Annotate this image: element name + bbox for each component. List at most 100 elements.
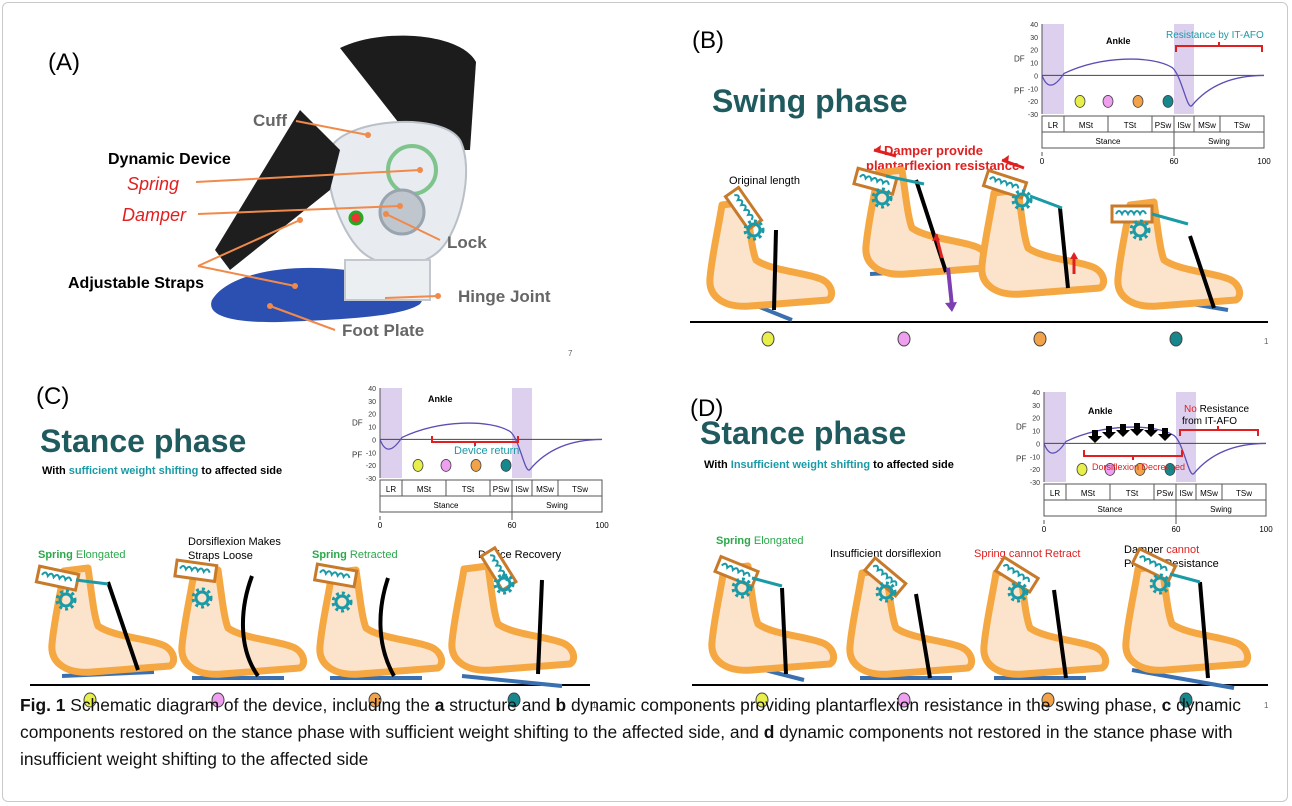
phase-dots-b xyxy=(761,331,1183,347)
dot-mst xyxy=(897,331,911,347)
y-tick-label: -30 xyxy=(1030,480,1040,487)
y-tick-label: 20 xyxy=(368,412,376,419)
phase-dots-d xyxy=(755,692,1193,708)
panel-a-letter: (A) xyxy=(48,49,80,76)
phase-label: PSw xyxy=(493,485,510,494)
y-tick-label: 0 xyxy=(372,437,376,444)
phase-label: TSt xyxy=(1126,489,1139,498)
chart-phase-dot xyxy=(1074,95,1086,108)
chart-phase-dot xyxy=(412,459,424,472)
panel-c-subtitle: With sufficient weight shifting to affec… xyxy=(42,465,282,477)
x-tick-label: 0 xyxy=(1040,157,1045,166)
panel-d-subtitle: With Insufficient weight shifting to aff… xyxy=(704,459,954,471)
chart-phase-dot xyxy=(1102,95,1114,108)
gait-chart-d-bracket-right xyxy=(1179,426,1259,436)
foot-d3 xyxy=(984,555,1106,680)
chart-phase-dot xyxy=(1132,95,1144,108)
foot-c4 xyxy=(452,546,574,688)
panel-b: (B) Swing phase 403020100-10-20-30DFPFLR… xyxy=(690,22,1271,347)
phase-label: MSt xyxy=(417,485,432,494)
y-tick-label: 30 xyxy=(368,399,376,406)
x-tick-label: 60 xyxy=(1170,157,1179,166)
panel-c: (C) Stance phase With sufficient weight … xyxy=(30,383,609,710)
y-tick-label: -20 xyxy=(366,463,376,470)
caption-text-3: dynamic components providing plantarflex… xyxy=(566,695,1162,715)
gait-chart-b-annotation: Resistance by IT-AFO xyxy=(1166,30,1264,41)
psw-shade xyxy=(512,388,532,478)
lr-shade xyxy=(1044,392,1066,482)
label-adjustable-straps: Adjustable Straps xyxy=(68,275,204,292)
pf-label: PF xyxy=(1014,86,1024,95)
label-c2-line2: Straps Loose xyxy=(188,550,253,562)
label-spring: Spring xyxy=(127,174,179,194)
caption-d: d xyxy=(763,722,775,742)
label-lock: Lock xyxy=(447,233,487,252)
down-arrows xyxy=(1088,423,1172,443)
phase-label: LR xyxy=(1048,121,1058,130)
phase-label: PSw xyxy=(1155,121,1172,130)
phase-label: TSw xyxy=(572,485,588,494)
phase-label: TSt xyxy=(462,485,475,494)
foot-c1 xyxy=(34,566,173,678)
caption-a: a xyxy=(434,695,445,715)
label-c2-line1: Dorsiflexion Makes xyxy=(188,536,281,548)
lr-shade xyxy=(380,388,402,478)
caption-text-5: dynamic components not restored in the s… xyxy=(20,722,1233,769)
foot-d2 xyxy=(850,556,972,680)
y-tick-label: 30 xyxy=(1030,35,1038,42)
x-tick-label: 100 xyxy=(595,521,609,530)
foot-b1 xyxy=(710,185,832,322)
y-tick-label: 20 xyxy=(1032,416,1040,423)
lr-shade xyxy=(1042,24,1064,114)
y-tick-label: -30 xyxy=(1028,112,1038,119)
phase-label: MSw xyxy=(1200,489,1218,498)
y-tick-label: -10 xyxy=(366,450,376,457)
panel-d-title: Stance phase xyxy=(700,415,906,451)
swing-label: Swing xyxy=(546,501,568,510)
x-tick-label: 100 xyxy=(1257,157,1271,166)
stance-label: Stance xyxy=(1096,137,1121,146)
x-tick-label: 0 xyxy=(1042,525,1047,534)
foot-b3 xyxy=(982,155,1104,294)
phase-label: ISw xyxy=(1179,489,1193,498)
damper-ring xyxy=(378,188,426,236)
chart-phase-dot xyxy=(440,459,452,472)
panel-c-page-number: 1 xyxy=(592,701,597,710)
label-original-length: Original length xyxy=(729,175,800,187)
gait-chart-c-ankle: Ankle xyxy=(428,394,453,404)
y-tick-label: 0 xyxy=(1034,73,1038,80)
y-tick-label: 40 xyxy=(1030,22,1038,29)
y-tick-label: -10 xyxy=(1030,454,1040,461)
phase-label: MSw xyxy=(1198,121,1216,130)
label-damper-line1: Damper provide xyxy=(884,143,983,158)
label-d1: Spring Elongated xyxy=(716,535,803,547)
pf-label: PF xyxy=(1016,454,1026,463)
panel-d-letter: (D) xyxy=(690,395,723,422)
label-d3: Spring cannot Retract xyxy=(974,548,1080,560)
panel-c-letter: (C) xyxy=(36,383,69,410)
x-tick-label: 60 xyxy=(508,521,517,530)
phase-label: MSt xyxy=(1081,489,1096,498)
y-tick-label: 30 xyxy=(1032,403,1040,410)
phase-label: TSw xyxy=(1236,489,1252,498)
gait-chart-b-bracket xyxy=(1175,42,1263,52)
df-label: DF xyxy=(1014,54,1025,63)
label-cuff: Cuff xyxy=(253,111,287,130)
gait-chart-d-bracket-mid xyxy=(1083,450,1183,460)
gait-chart-d-ankle: Ankle xyxy=(1088,406,1113,416)
figure-caption: Fig. 1 Schematic diagram of the device, … xyxy=(20,692,1270,773)
label-dynamic-device: Dynamic Device xyxy=(108,151,231,168)
phase-label: ISw xyxy=(515,485,529,494)
chart-phase-dot xyxy=(500,459,512,472)
gait-chart-c-bracket xyxy=(431,436,519,446)
panel-c-title: Stance phase xyxy=(40,423,246,459)
caption-c: c xyxy=(1161,695,1172,715)
panel-a-page-number: 7 xyxy=(568,349,573,358)
foot-d4 xyxy=(1126,547,1248,690)
df-label: DF xyxy=(352,418,363,427)
caption-label: Fig. 1 xyxy=(20,695,66,715)
panel-b-page-number: 1 xyxy=(1264,337,1269,346)
